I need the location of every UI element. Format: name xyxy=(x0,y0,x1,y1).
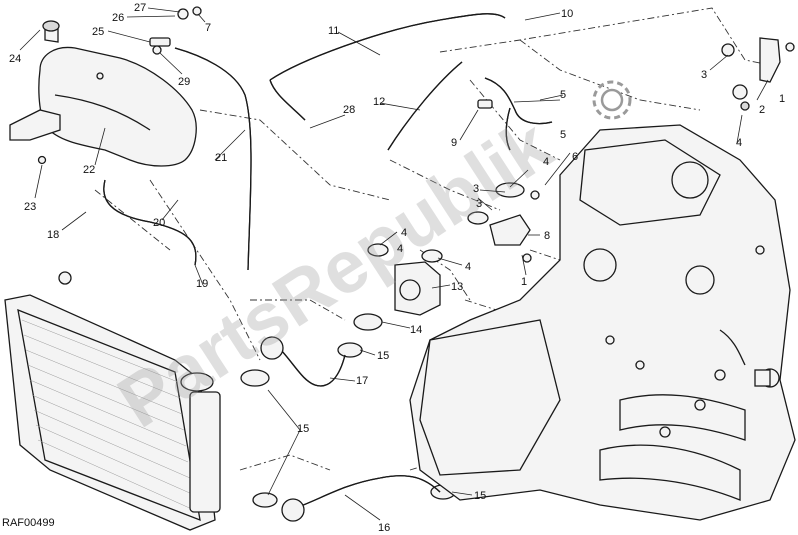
callout-2: 2 xyxy=(759,104,765,116)
callout-1-center: 1 xyxy=(521,276,527,288)
callout-22: 22 xyxy=(83,164,95,176)
callout-24: 24 xyxy=(9,53,21,65)
leader-lines xyxy=(19,7,769,521)
sensor-assembly xyxy=(721,37,795,111)
tank-fittings xyxy=(96,6,202,80)
callout-6: 6 xyxy=(572,151,578,163)
callout-25: 25 xyxy=(92,26,104,38)
engine xyxy=(409,124,796,521)
callout-19: 19 xyxy=(196,278,208,290)
hose-11-lower-inner xyxy=(269,79,306,121)
callout-4-center: 4 xyxy=(543,156,549,168)
callout-3-low: 3 xyxy=(476,198,482,210)
gear-icon xyxy=(592,80,632,120)
hose-11 xyxy=(269,13,506,81)
clamp-15a xyxy=(240,369,270,387)
callout-26: 26 xyxy=(112,12,124,24)
callout-23: 23 xyxy=(24,201,36,213)
clamp-15b xyxy=(252,492,278,508)
callout-3-right: 3 xyxy=(701,69,707,81)
expansion-tank xyxy=(9,20,197,167)
callout-17: 17 xyxy=(356,375,368,387)
hose-19-inner xyxy=(103,179,197,266)
callout-11: 11 xyxy=(328,25,339,37)
hose-5-down-inner xyxy=(505,107,511,151)
callout-10: 10 xyxy=(561,8,573,20)
callout-21: 21 xyxy=(215,152,227,164)
callout-9: 9 xyxy=(451,137,457,149)
callout-28: 28 xyxy=(343,104,355,116)
callout-5-mid: 5 xyxy=(560,129,566,141)
thermostat-housing xyxy=(337,243,443,358)
hose-17-end xyxy=(260,336,284,360)
hose-21-inner xyxy=(174,47,252,271)
drawing-code: RAF00499 xyxy=(2,517,55,529)
callout-15-upper: 15 xyxy=(377,350,389,362)
hose-11-lower xyxy=(269,79,306,121)
callout-4-left: 4 xyxy=(397,243,403,255)
hose-5-inner xyxy=(484,77,553,125)
callout-29: 29 xyxy=(178,76,190,88)
hose-16-inner xyxy=(289,475,441,511)
callout-4-right: 4 xyxy=(736,137,742,149)
callout-5-top: 5 xyxy=(560,89,566,101)
callout-18: 18 xyxy=(47,229,59,241)
center-fittings xyxy=(467,99,540,263)
callout-12: 12 xyxy=(373,96,385,108)
callout-labels: 24 25 26 27 7 29 22 23 18 20 21 19 11 28… xyxy=(9,2,785,534)
callout-1-right: 1 xyxy=(779,93,785,105)
callout-14: 14 xyxy=(410,324,422,336)
callout-20: 20 xyxy=(153,217,165,229)
hose-17-inner xyxy=(269,339,346,387)
callout-7: 7 xyxy=(205,22,211,34)
hose-12-inner xyxy=(387,61,463,151)
hose-16-end xyxy=(281,498,305,522)
callout-3-center: 3 xyxy=(473,183,479,195)
callout-27: 27 xyxy=(134,2,146,14)
radiator xyxy=(4,271,221,531)
callout-4-upper-left: 4 xyxy=(401,227,407,239)
callout-15-left: 15 xyxy=(297,423,309,435)
callout-16: 16 xyxy=(378,522,390,534)
callout-4-lower: 4 xyxy=(465,261,471,273)
hose-11-inner xyxy=(269,13,506,81)
callout-15-lower: 15 xyxy=(474,490,486,502)
callout-13: 13 xyxy=(451,281,463,293)
callout-8: 8 xyxy=(544,230,550,242)
